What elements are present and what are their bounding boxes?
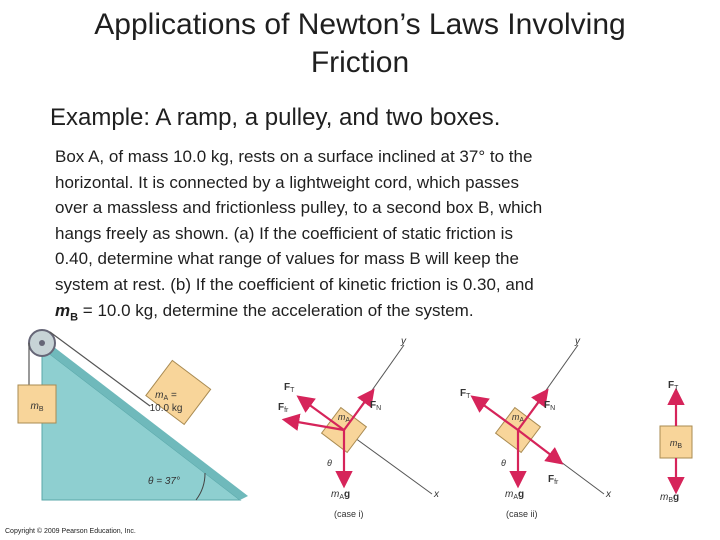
svg-text:y: y [574,336,581,347]
svg-text:Ffr: Ffr [548,474,559,486]
body-line: horizontal. It is connected by a lightwe… [55,172,519,192]
svg-text:mA =: mA = [155,390,177,402]
physics-figure: mB mA = 10.0 kg θ = 37° y x mA FT Ffr FN… [17,329,693,519]
body-line: hangs freely as shown. (a) If the coeffi… [55,223,513,243]
box-b [17,384,57,424]
slide-title: Applications of Newton’s Laws Involving … [20,6,700,82]
svg-text:mA: mA [338,412,351,424]
title-line-2: Friction [310,46,410,79]
svg-text:θ: θ [501,458,506,468]
body-line: 0.40, determine what range of values for… [55,249,519,269]
body-line-last: mB = 10.0 kg, determine the acceleration… [55,300,474,323]
svg-text:mB: mB [670,438,683,450]
svg-text:FT: FT [460,388,471,400]
angle-arc [195,472,206,501]
svg-text:FT: FT [284,382,295,394]
box-a [145,359,212,426]
copyright-note: Copyright © 2009 Pearson Education, Inc. [5,528,136,535]
svg-text:θ = 37°: θ = 37° [148,476,180,487]
svg-text:mA: mA [512,412,525,424]
body-line: Box A, of mass 10.0 kg, rests on a surfa… [55,147,533,166]
svg-text:θ: θ [327,458,332,468]
fbd-box-b: mB FT mBg [659,380,693,504]
svg-text:y: y [400,336,407,347]
fbd-case-1: y x mA FT Ffr FN θ mAg (case i) [278,336,440,519]
svg-text:mBg: mBg [660,492,679,504]
slide-subtitle: Example: A ramp, a pulley, and two boxes… [50,104,501,131]
svg-text:x: x [433,489,440,500]
svg-text:10.0 kg: 10.0 kg [150,403,183,414]
problem-text: Box A, of mass 10.0 kg, rests on a surfa… [55,144,695,331]
svg-text:FN: FN [544,400,555,412]
ramp-edge [42,344,248,500]
svg-text:Ffr: Ffr [278,402,289,414]
svg-text:(case ii): (case ii) [506,509,538,519]
svg-text:FT: FT [668,380,679,392]
svg-text:mAg: mAg [505,489,524,501]
body-line: over a massless and frictionless pulley,… [55,198,543,218]
svg-text:x: x [605,489,612,500]
title-line-1: Applications of Newton’s Laws Involving [94,8,626,41]
ramp-scene: mB mA = 10.0 kg θ = 37° [17,329,248,501]
svg-text:mAg: mAg [331,489,350,501]
svg-text:mB: mB [30,401,43,413]
svg-text:(case i): (case i) [334,509,364,519]
body-line: system at rest. (b) If the coefficient o… [55,274,534,294]
fbd-case-2: y x mA FT FN Ffr θ mAg (case ii) [460,336,612,519]
cord-incline [49,331,151,407]
svg-text:FN: FN [370,400,381,412]
